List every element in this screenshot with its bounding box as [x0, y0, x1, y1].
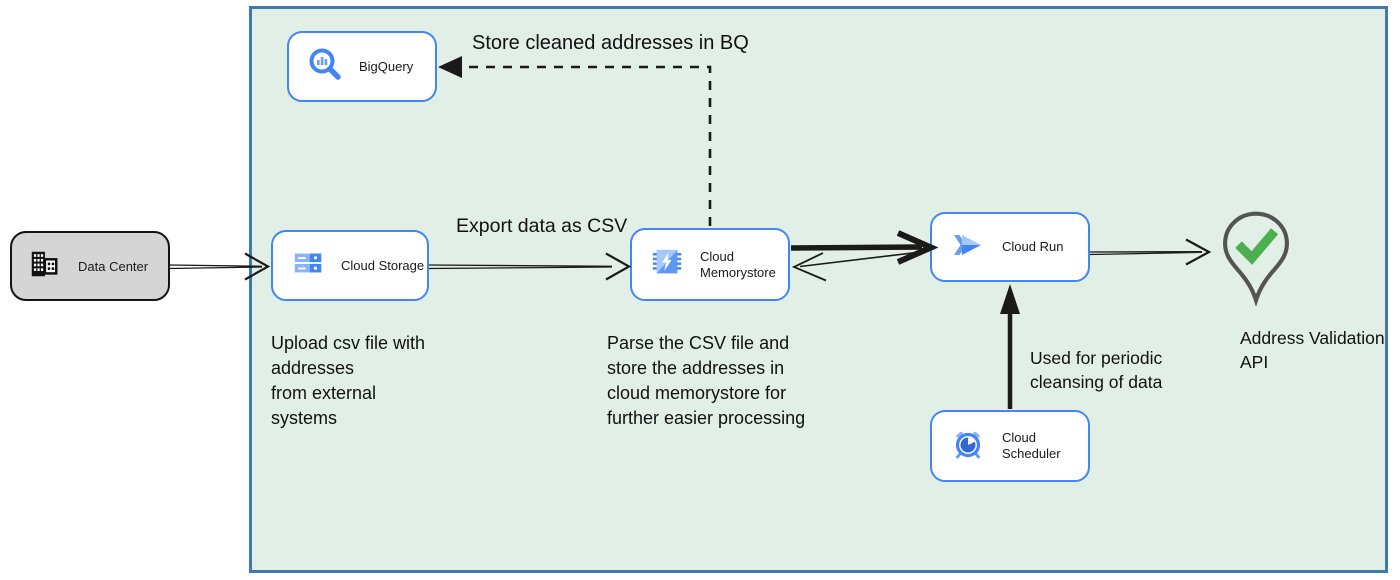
node-label: BigQuery — [359, 58, 414, 74]
address-validation-api-label: Address Validation API — [1240, 328, 1385, 372]
node-label: Cloud Run — [1002, 239, 1064, 254]
note-periodic-cleansing: Used for periodic cleansing of data — [1030, 348, 1163, 392]
cloud-run-icon — [950, 227, 986, 268]
node-bigquery: BigQuery — [287, 31, 437, 102]
building-icon — [28, 248, 60, 285]
map-pin-check-icon — [1222, 210, 1290, 308]
node-label: Data Center — [78, 258, 149, 274]
node-cloud-storage: Cloud Storage — [271, 230, 429, 301]
alarm-clock-icon — [950, 426, 986, 467]
memorystore-chip-icon — [650, 245, 684, 284]
cloud-storage-icon — [291, 246, 325, 285]
bigquery-icon — [307, 46, 343, 87]
node-cloud-memorystore: Cloud Memorystore — [630, 228, 790, 301]
note-upload-csv: Upload csv file with addresses from exte… — [271, 333, 426, 428]
node-label: Cloud Memorystore — [700, 248, 776, 280]
node-data-center: Data Center — [10, 231, 170, 301]
node-cloud-run: Cloud Run — [930, 212, 1090, 282]
note-parse-csv: Parse the CSV file and store the address… — [607, 333, 806, 428]
node-label: Cloud Scheduler — [1002, 430, 1061, 461]
node-cloud-scheduler: Cloud Scheduler — [930, 410, 1090, 482]
edge-label-export-csv: Export data as CSV — [456, 215, 628, 237]
edge-label-store-cleaned: Store cleaned addresses in BQ — [472, 32, 749, 54]
gcp-boundary-container — [249, 6, 1388, 573]
node-label: Cloud Storage — [341, 257, 425, 273]
